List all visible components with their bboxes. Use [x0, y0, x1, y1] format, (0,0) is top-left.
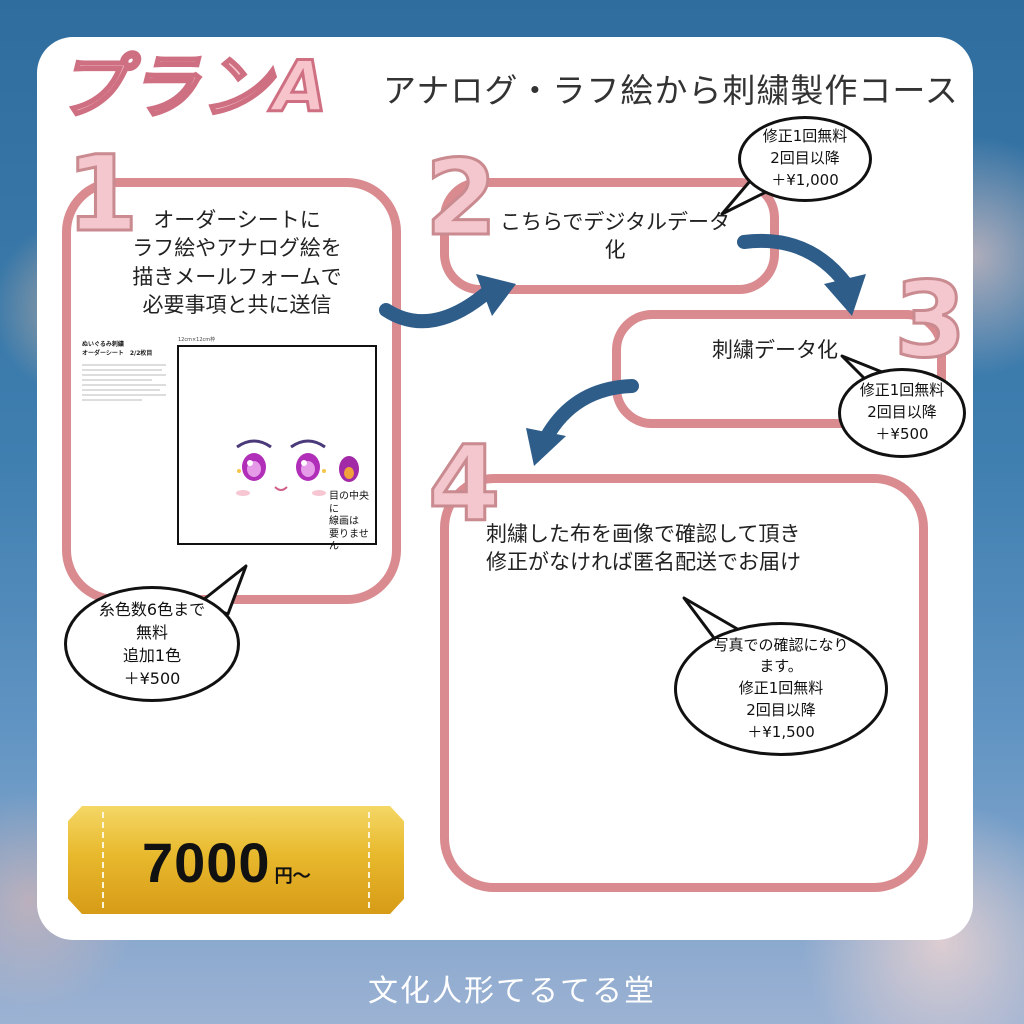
order-sheet-canvas: 目の中央に 線画は 要りません	[177, 345, 377, 552]
order-sheet-image: ぬいぐるみ刺繍 オーダーシート 2/2枚目 12cm×12cm枠	[80, 336, 380, 552]
ticket-perforation-right	[368, 812, 370, 908]
order-sheet-note: 目の中央に 線画は 要りません	[329, 491, 369, 552]
plan-title: プランA	[55, 46, 330, 128]
price-unit: 円〜	[274, 866, 311, 887]
step-1-number: 1	[64, 133, 139, 255]
step-4-text: 刺繍した布を画像で確認して頂き 修正がなければ匿名配送でお届け	[486, 522, 801, 575]
bubble-step-2: 修正1回無料 2回目以降 ＋¥1,000	[738, 116, 872, 202]
bubble-step-4: 写真での確認になり ます。 修正1回無料 2回目以降 ＋¥1,500	[674, 622, 888, 756]
step-3-number: 3	[892, 259, 967, 381]
shop-name: 文化人形てるてる堂	[368, 974, 656, 1009]
course-title: アナログ・ラフ絵から刺繍製作コース	[383, 71, 959, 110]
order-sheet-instructions: ぬいぐるみ刺繍 オーダーシート 2/2枚目	[82, 340, 170, 401]
price-ticket	[68, 806, 404, 914]
order-sheet-size-label: 12cm×12cm枠	[178, 337, 216, 343]
bubble-step-1: 糸色数6色まで 無料 追加1色 ＋¥500	[64, 586, 240, 702]
arrow-step2-to-step3	[737, 233, 866, 316]
bubble-step-3: 修正1回無料 2回目以降 ＋¥500	[838, 368, 966, 458]
step-2-text: こちらでデジタルデータ 化	[500, 210, 730, 263]
step-3-text: 刺繍データ化	[712, 338, 838, 362]
step-4-number: 4	[426, 423, 501, 545]
arrow-step1-to-step2	[379, 274, 516, 329]
step-2-box	[440, 178, 779, 294]
price-label: 7000 円〜	[142, 830, 311, 895]
ticket-perforation-left	[102, 812, 104, 908]
arrow-step3-to-step4	[526, 379, 639, 466]
step-1-text: オーダーシートに ラフ絵やアナログ絵を 描きメールフォームで 必要事項と共に送信	[132, 208, 342, 318]
step-2-number: 2	[423, 137, 498, 259]
price-amount: 7000	[142, 831, 271, 894]
face-drawing	[236, 439, 359, 496]
